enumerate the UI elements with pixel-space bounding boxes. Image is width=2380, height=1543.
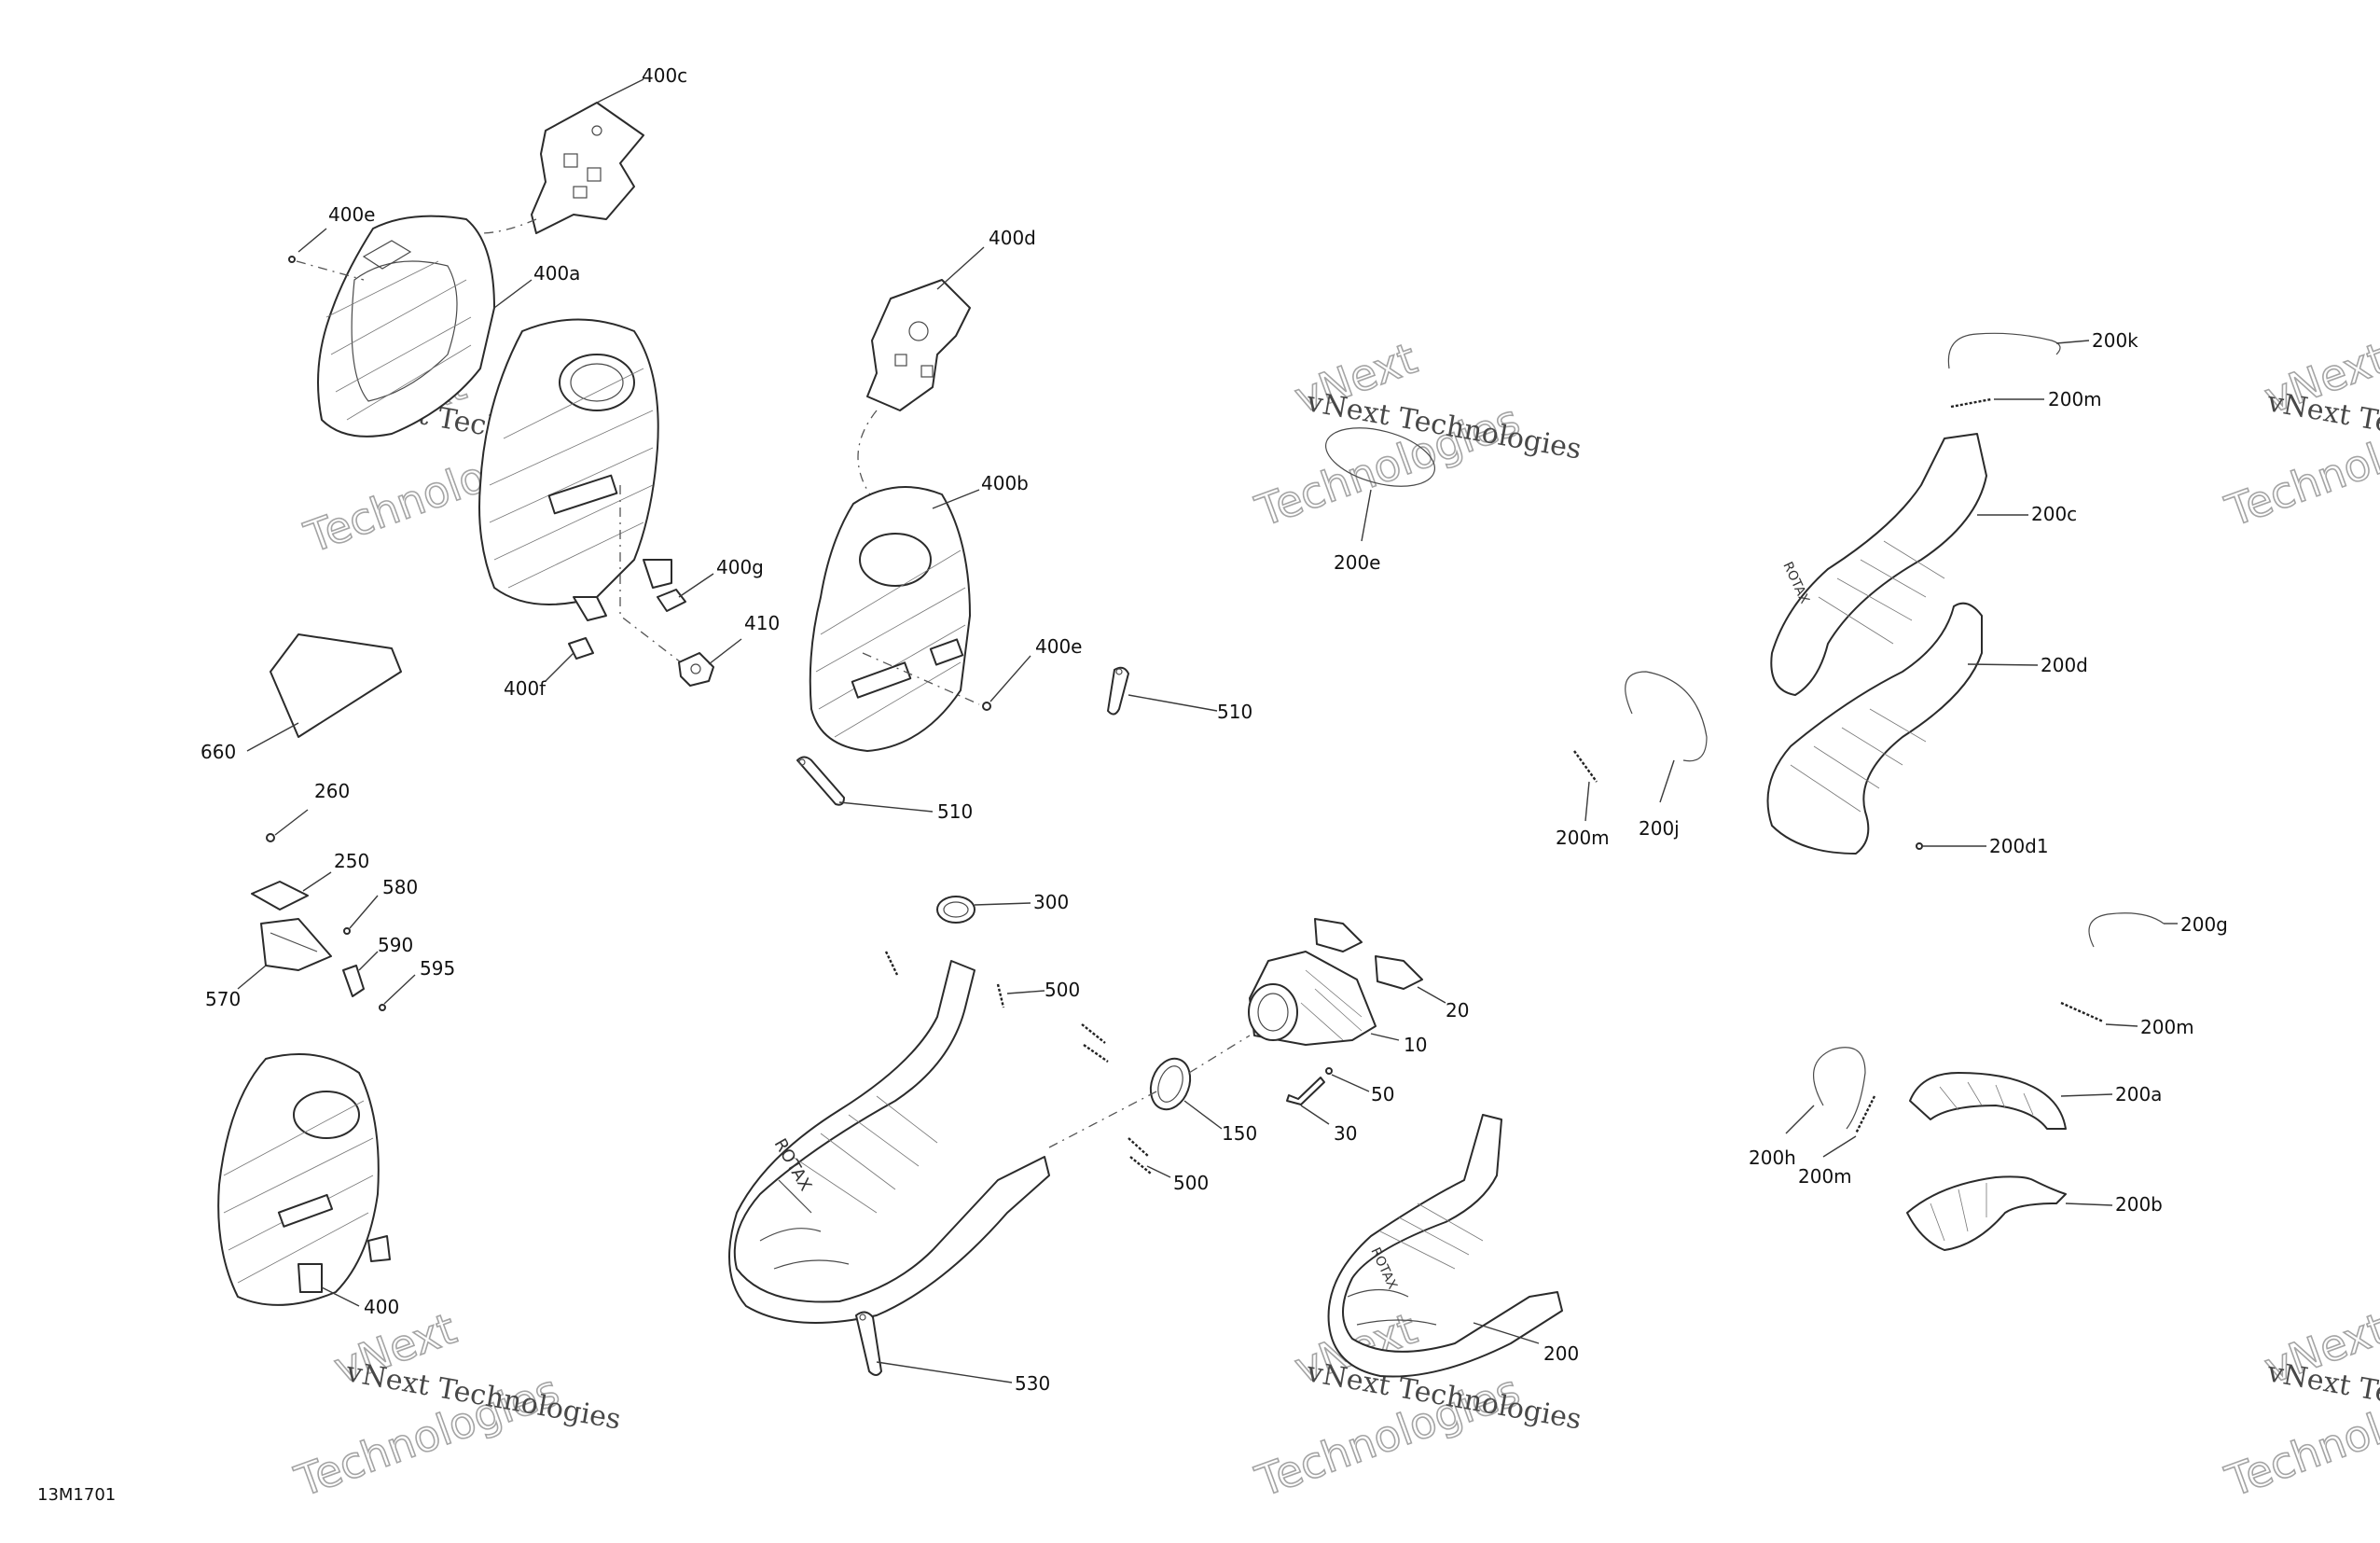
part-400-muffler-assembly xyxy=(217,1053,391,1306)
part-250-plate xyxy=(251,881,309,911)
part-410-sensor xyxy=(678,652,714,687)
part-510-bracket-right xyxy=(1107,666,1129,716)
part-10-manifold xyxy=(1248,951,1377,1046)
callout-150: 150 xyxy=(1222,1122,1257,1145)
callout-200d1: 200d1 xyxy=(1989,835,2049,857)
part-30-bolt xyxy=(1286,1077,1325,1105)
callout-200k: 200k xyxy=(2092,329,2138,352)
part-200d-pipe-section xyxy=(1766,602,1983,855)
callout-400f: 400f xyxy=(504,677,547,700)
callout-400a: 400a xyxy=(533,262,580,285)
part-400g-clip xyxy=(657,589,686,612)
callout-400d: 400d xyxy=(989,227,1036,249)
callout-200: 200 xyxy=(1543,1342,1579,1365)
callout-400g: 400g xyxy=(716,556,764,578)
part-595-nut xyxy=(379,1004,386,1011)
part-400e-nut xyxy=(982,702,991,711)
part-580-screw xyxy=(343,927,351,935)
callout-200b: 200b xyxy=(2115,1193,2163,1216)
callout-595: 595 xyxy=(420,957,455,980)
part-muffler-body-back xyxy=(478,318,672,621)
callout-200m-bottom: 200m xyxy=(1798,1165,1852,1188)
callout-200j: 200j xyxy=(1639,817,1680,840)
callout-200m-left: 200m xyxy=(1556,827,1610,849)
part-660-decal xyxy=(270,633,402,738)
part-200m-spring-bottom xyxy=(1854,1095,1876,1134)
part-400a-muffler-cover xyxy=(317,215,495,438)
callout-250: 250 xyxy=(334,850,369,872)
callout-200c: 200c xyxy=(2031,503,2077,525)
part-570-bracket xyxy=(260,918,332,971)
rotax-logo: ROTAX xyxy=(1779,560,1812,606)
part-150-ring xyxy=(1149,1057,1192,1111)
callout-400e-mid: 400e xyxy=(1035,635,1082,658)
part-tuned-pipe-main: ROTAX xyxy=(728,960,1050,1324)
part-300-gasket xyxy=(936,896,976,924)
callout-400: 400 xyxy=(364,1296,399,1318)
part-400d-heat-shield xyxy=(866,279,971,411)
callout-200m-top: 200m xyxy=(2048,388,2102,410)
part-200m-spring-top xyxy=(1950,397,1992,409)
part-200g-ring xyxy=(2088,912,2165,948)
part-400c-heat-shield xyxy=(531,102,644,234)
part-400b-muffler xyxy=(809,486,971,752)
rotax-logo: ROTAX xyxy=(1367,1245,1400,1292)
callout-200e: 200e xyxy=(1334,551,1380,574)
callout-530: 530 xyxy=(1015,1372,1050,1395)
callout-590: 590 xyxy=(378,934,413,956)
callout-200g: 200g xyxy=(2180,913,2228,936)
callout-200d: 200d xyxy=(2041,654,2088,676)
callout-510-right: 510 xyxy=(1217,701,1252,723)
part-200e-ring xyxy=(1324,427,1436,487)
callout-20: 20 xyxy=(1446,999,1469,1022)
callout-10: 10 xyxy=(1404,1034,1427,1056)
callout-500-bottom: 500 xyxy=(1173,1172,1209,1194)
callout-580: 580 xyxy=(382,876,418,898)
part-400f-clip xyxy=(568,637,594,660)
part-200m-spring-left xyxy=(1573,750,1598,783)
callout-260: 260 xyxy=(314,780,350,802)
callout-400b: 400b xyxy=(981,472,1029,494)
part-500-spring-set-bottom xyxy=(1128,1137,1152,1175)
callout-410: 410 xyxy=(744,612,780,634)
callout-200h: 200h xyxy=(1749,1147,1796,1169)
diagram-reference-code: 13M1701 xyxy=(37,1485,116,1505)
callout-400c: 400c xyxy=(642,64,687,87)
callout-200a: 200a xyxy=(2115,1083,2162,1105)
part-500-spring-set-top xyxy=(884,951,1109,1063)
part-200a-elbow xyxy=(1909,1072,2067,1130)
part-590-clip xyxy=(342,965,365,997)
callout-510-left: 510 xyxy=(937,800,973,823)
part-50-washer xyxy=(1325,1067,1333,1075)
part-200m-spring-right xyxy=(2060,1001,2104,1023)
part-200j-ring xyxy=(1625,671,1708,762)
callout-30: 30 xyxy=(1334,1122,1357,1145)
part-510-bracket-left xyxy=(796,756,845,806)
part-530-bracket xyxy=(855,1311,882,1376)
part-20-gasket xyxy=(1314,918,1423,990)
callout-400e-top: 400e xyxy=(328,203,375,226)
callout-200m-right: 200m xyxy=(2140,1016,2194,1038)
part-200h-ring xyxy=(1813,1047,1866,1130)
part-200d1-screw xyxy=(1916,842,1923,850)
callout-660: 660 xyxy=(201,741,236,763)
part-200b-half-shell xyxy=(1906,1175,2067,1251)
callout-500-top: 500 xyxy=(1045,979,1080,1001)
part-260-bolt xyxy=(266,833,275,842)
part-400e-bolt xyxy=(288,256,296,263)
part-200k-ring xyxy=(1947,332,2061,369)
callout-50: 50 xyxy=(1371,1083,1394,1105)
callout-570: 570 xyxy=(205,988,241,1010)
callout-300: 300 xyxy=(1033,891,1069,913)
